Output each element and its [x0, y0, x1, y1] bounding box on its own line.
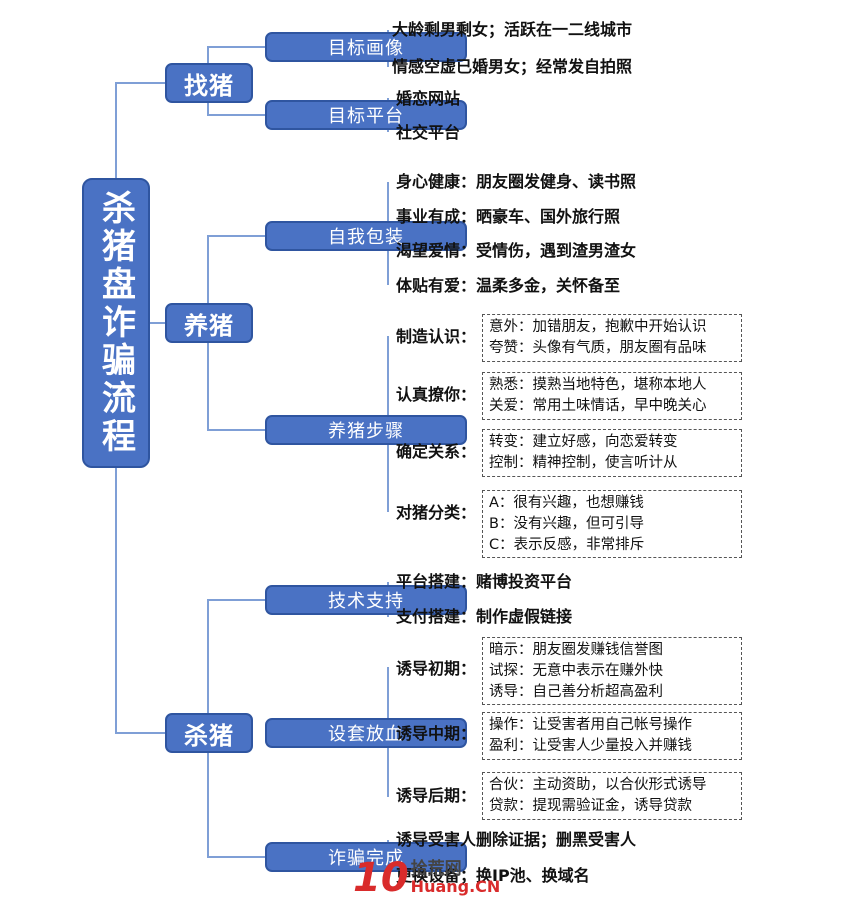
step-label: 确定关系： [396, 442, 477, 461]
leaf-text: 事业有成：晒豪车、国外旅行照 [396, 207, 621, 226]
step-detail-line: A：很有兴趣，也想赚钱 [489, 495, 644, 511]
step-detail-line: 控制：精神控制，使言听计从 [489, 455, 678, 471]
step-detail-line: 意外：加错朋友，抱歉中开始认识 [489, 319, 707, 335]
watermark-brand: 拾荒网 [410, 859, 462, 879]
connector-root-stage1 [115, 82, 165, 178]
stage-kill-pig: 杀猪 [165, 713, 253, 753]
leaf-text: 平台搭建：赌博投资平台 [396, 572, 573, 591]
stage-raise-pig: 养猪 [165, 303, 253, 343]
step-detail-box: 合伙：主动资助，以合伙形式诱导 贷款：提现需验证金，诱导贷款 [482, 772, 742, 820]
step-detail-line: 转变：建立好感，向恋爱转变 [489, 434, 678, 450]
step-label: 制造认识： [396, 327, 477, 346]
step-detail-line: 操作：让受害者用自己帐号操作 [489, 717, 692, 733]
leaf-text: 婚恋网站 [396, 89, 461, 108]
step-detail-box: 暗示：朋友圈发赚钱信誉图 试探：无意中表示在赚外快 诱导：自己善分析超高盈利 [482, 637, 742, 705]
connector-stage2 [207, 235, 265, 431]
stage-find-pig: 找猪 [165, 63, 253, 103]
connector-stage3 [207, 599, 265, 858]
leaf-text: 诱导受害人删除证据；删黑受害人 [396, 830, 637, 849]
branch-tech-support: 技术支持 [265, 585, 467, 615]
step-label: 对猪分类： [396, 503, 477, 522]
step-label: 诱导初期： [396, 659, 477, 678]
step-detail-box: A：很有兴趣，也想赚钱 B：没有兴趣，但可引导 C：表示反感，非常排斥 [482, 490, 742, 558]
step-detail-line: 熟悉：摸熟当地特色，堪称本地人 [489, 377, 707, 393]
step-detail-box: 意外：加错朋友，抱歉中开始认识 夸赞：头像有气质，朋友圈有品味 [482, 314, 742, 362]
watermark-logo: 10 拾荒网 Huang.CN [353, 858, 500, 898]
step-detail-box: 操作：让受害者用自己帐号操作 盈利：让受害人少量投入并赚钱 [482, 712, 742, 760]
leaf-text: 大龄剩男剩女；活跃在一二线城市 [392, 20, 633, 39]
watermark-url: Huang.CN [410, 877, 501, 896]
step-detail-line: 夸赞：头像有气质，朋友圈有品味 [489, 340, 707, 356]
step-label: 诱导后期： [396, 786, 477, 805]
step-detail-line: C：表示反感，非常排斥 [489, 537, 645, 553]
step-detail-box: 转变：建立好感，向恋爱转变 控制：精神控制，使言听计从 [482, 429, 742, 477]
watermark-number: 10 [353, 855, 409, 901]
branch-bloodletting: 设套放血 [265, 718, 467, 748]
branch-target-profile: 目标画像 [265, 32, 467, 62]
leaf-text: 渴望爱情：受情伤，遇到渣男渣女 [396, 241, 637, 260]
watermark-text: 拾荒网 Huang.CN [411, 860, 501, 896]
step-detail-line: 诱导：自己善分析超高盈利 [489, 684, 663, 700]
step-detail-line: 关爱：常用土味情话，早中晚关心 [489, 398, 707, 414]
step-label: 认真撩你： [396, 385, 477, 404]
step-detail-line: 试探：无意中表示在赚外快 [489, 663, 663, 679]
leaf-text: 更换设备；换IP池、换域名 [396, 866, 590, 885]
branch-raising-steps: 养猪步骤 [265, 415, 467, 445]
leaf-text: 社交平台 [396, 123, 461, 142]
root-title-box: 杀猪盘诈骗流程 [82, 178, 150, 468]
step-detail-line: 贷款：提现需验证金，诱导贷款 [489, 798, 692, 814]
connector-root-stage3 [115, 468, 165, 734]
connector-stage1 [207, 46, 265, 116]
step-detail-box: 熟悉：摸熟当地特色，堪称本地人 关爱：常用土味情话，早中晚关心 [482, 372, 742, 420]
step-detail-line: 暗示：朋友圈发赚钱信誉图 [489, 642, 663, 658]
leaf-text: 支付搭建：制作虚假链接 [396, 607, 573, 626]
leaf-text: 体贴有爱：温柔多金，关怀备至 [396, 276, 621, 295]
leaf-text: 情感空虚已婚男女；经常发自拍照 [392, 57, 633, 76]
branch-self-packaging: 自我包装 [265, 221, 467, 251]
branch-target-platform: 目标平台 [265, 100, 467, 130]
step-detail-line: B：没有兴趣，但可引导 [489, 516, 644, 532]
step-detail-line: 合伙：主动资助，以合伙形式诱导 [489, 777, 707, 793]
leaf-text: 身心健康：朋友圈发健身、读书照 [396, 172, 637, 191]
step-detail-line: 盈利：让受害人少量投入并赚钱 [489, 738, 692, 754]
step-label: 诱导中期： [396, 724, 477, 743]
branch-fraud-done: 诈骗完成 [265, 842, 467, 872]
